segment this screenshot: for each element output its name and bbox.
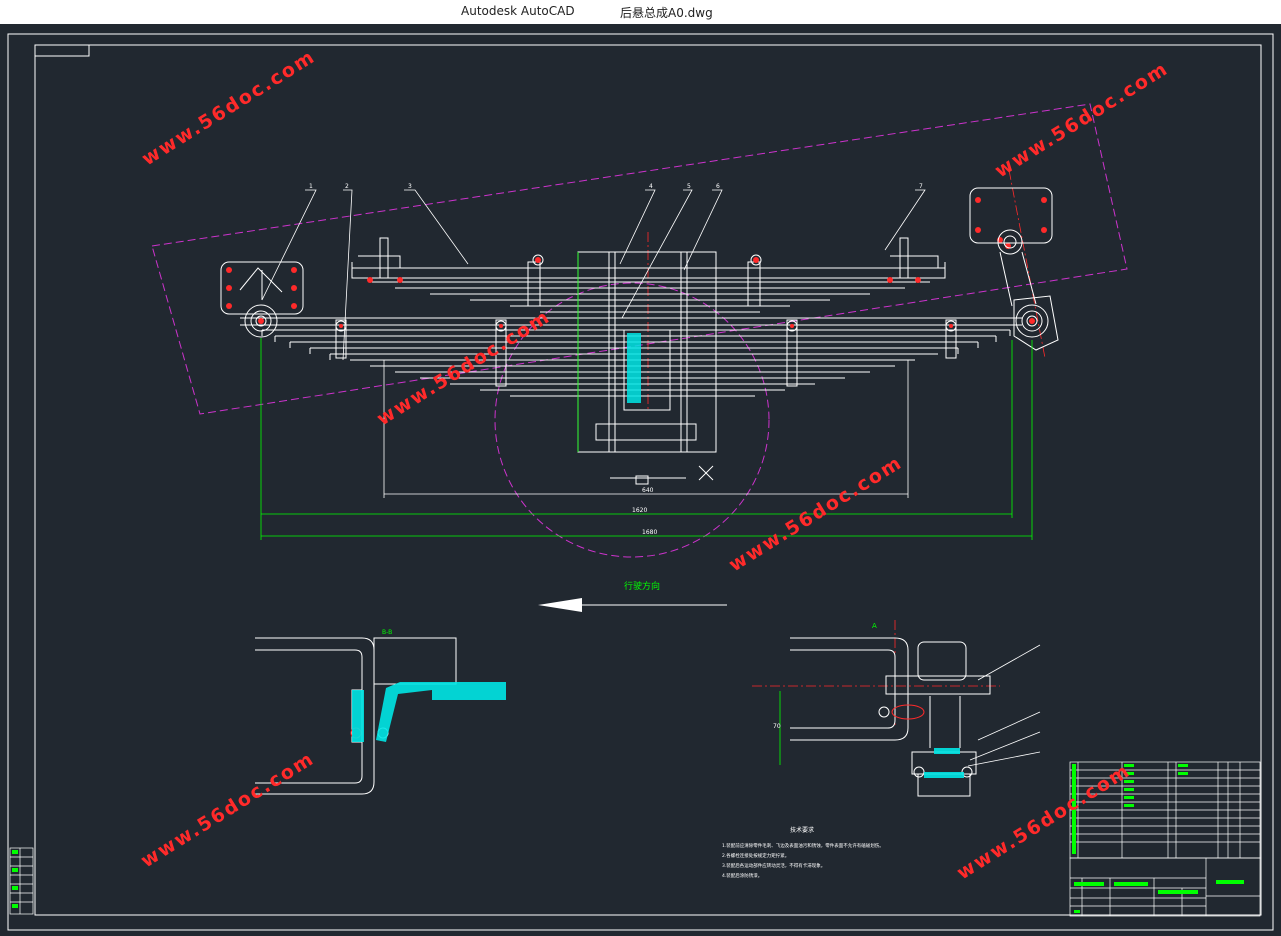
center-lines: [647, 169, 1046, 725]
title-bar: Autodesk AutoCAD 后悬总成A0.dwg: [0, 0, 1281, 24]
section-label: A: [872, 622, 877, 630]
front-bracket: [220, 261, 304, 315]
phantom-outline: [151, 103, 1128, 558]
axle-section-fill: [627, 333, 641, 403]
part-number: 2: [345, 183, 349, 190]
watermark: www.56doc.com: [373, 305, 555, 430]
app-name: Autodesk AutoCAD: [461, 4, 575, 18]
technical-notes: 技术要求 1.装配前应清除零件毛刺、飞边及表面油污和锈蚀，零件表面不允许有磕碰划…: [722, 826, 884, 879]
section-label: B-B: [382, 629, 392, 636]
watermark: www.56doc.com: [138, 45, 320, 170]
section-detail-right: [790, 637, 991, 797]
part-number: 4: [649, 183, 653, 190]
dimension-lines: [260, 252, 1033, 540]
part-numbers: 1 2 3 4 5 6 7: [309, 183, 923, 190]
note-line: 2.各螺栓连接处按规定力矩拧紧。: [722, 852, 789, 859]
helper-spring: [351, 237, 946, 485]
cad-drawing: 1 2 3 4 5 6 7 640 1620 1680 行驶方向 B-B: [7, 33, 1274, 931]
direction-arrow: [538, 598, 727, 612]
leader-lines: [261, 189, 1041, 767]
dim-label: 640: [642, 487, 654, 494]
part-number: 3: [408, 183, 412, 190]
note-line: 4.装配后涂防锈漆。: [722, 872, 762, 879]
drawing-canvas[interactable]: 1 2 3 4 5 6 7 640 1620 1680 行驶方向 B-B: [0, 24, 1281, 936]
watermark: www.56doc.com: [991, 57, 1173, 182]
main-leaf-spring: [240, 304, 1049, 397]
part-number: 7: [919, 183, 923, 190]
direction-label: 行驶方向: [624, 580, 660, 592]
watermark: www.56doc.com: [137, 747, 319, 872]
rear-shackle: [969, 187, 1059, 351]
dim-label: 1620: [632, 507, 647, 514]
dim-label: 70: [773, 723, 781, 730]
dim-label: 1680: [642, 529, 657, 536]
watermark: www.56doc.com: [953, 759, 1135, 884]
notes-title: 技术要求: [790, 826, 814, 834]
note-line: 3.装配后各运动部件应转动灵活，不得有卡滞现象。: [722, 862, 825, 869]
file-name: 后悬总成A0.dwg: [620, 6, 713, 20]
sheet-border: [7, 33, 1274, 931]
note-line: 1.装配前应清除零件毛刺、飞边及表面油污和锈蚀，零件表面不允许有磕碰划伤。: [722, 842, 884, 849]
parts-list: [1069, 761, 1261, 859]
title-block: [1069, 857, 1261, 917]
part-number: 6: [716, 183, 720, 190]
part-number: 1: [309, 183, 313, 190]
part-number: 5: [687, 183, 691, 190]
section-fill-left: [376, 682, 506, 742]
watermarks: www.56doc.com www.56doc.com www.56doc.co…: [137, 45, 1173, 884]
side-stamp-block: [9, 847, 34, 915]
